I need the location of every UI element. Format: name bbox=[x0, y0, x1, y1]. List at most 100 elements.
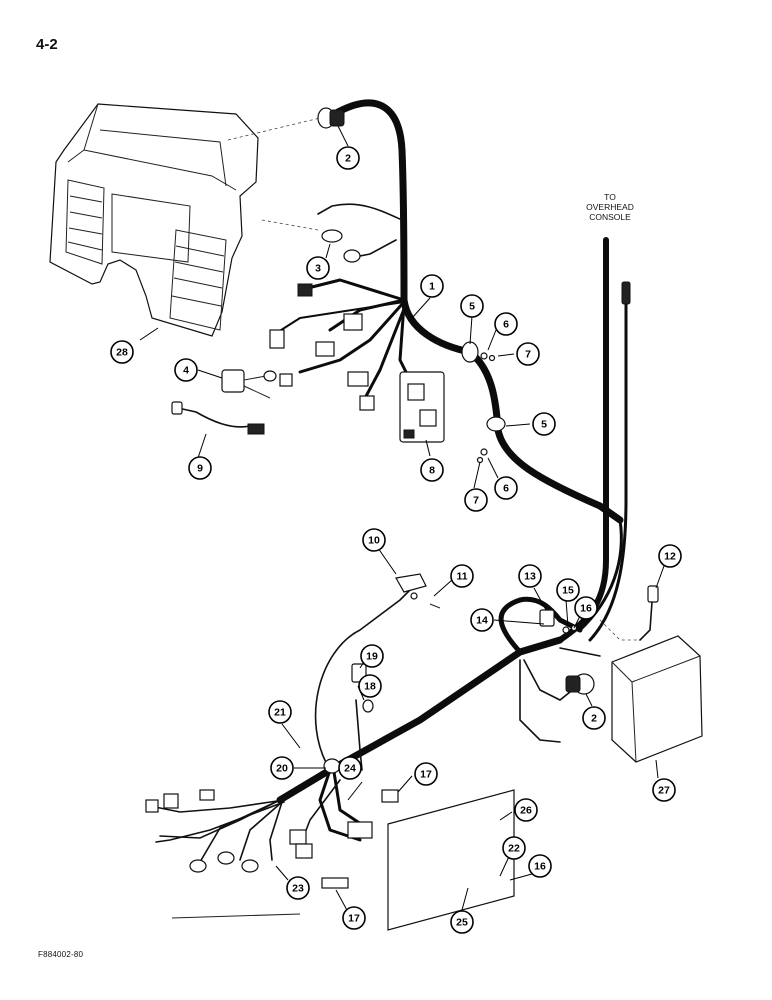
callout-circle bbox=[532, 412, 556, 436]
callout-label: 11 bbox=[456, 571, 467, 583]
lower-harness bbox=[149, 589, 601, 863]
callout-6: 6 bbox=[494, 476, 518, 500]
callout-label: 14 bbox=[476, 615, 488, 627]
callout-circle bbox=[268, 700, 292, 724]
bracket-10 bbox=[395, 573, 441, 609]
callout-18: 18 bbox=[358, 674, 382, 698]
callout-circle bbox=[652, 778, 676, 802]
callout-label: 7 bbox=[473, 495, 479, 507]
callout-label: 20 bbox=[276, 763, 288, 775]
callout-label: 17 bbox=[348, 913, 360, 925]
callout-26: 26 bbox=[514, 798, 538, 822]
clips-5 bbox=[461, 341, 506, 464]
callout-27: 27 bbox=[652, 778, 676, 802]
callout-8: 8 bbox=[420, 458, 444, 482]
callout-label: 22 bbox=[508, 843, 520, 855]
callout-label: 7 bbox=[525, 349, 531, 361]
callout-14: 14 bbox=[470, 608, 494, 632]
callout-circle bbox=[362, 528, 386, 552]
overhead-console-note: TO OVERHEAD CONSOLE bbox=[578, 192, 642, 222]
callout-label: 26 bbox=[520, 805, 532, 817]
figure-code: F884002-80 bbox=[38, 950, 84, 959]
callout-circle bbox=[502, 836, 526, 860]
callout-circle bbox=[286, 876, 310, 900]
callout-circle bbox=[556, 578, 580, 602]
callout-23: 23 bbox=[286, 876, 310, 900]
callout-22: 22 bbox=[502, 836, 526, 860]
callout-label: 15 bbox=[562, 585, 574, 597]
page-number: 4-2 bbox=[36, 36, 58, 53]
component-12 bbox=[639, 585, 659, 641]
callout-circle bbox=[464, 488, 488, 512]
callout-circle bbox=[360, 644, 384, 668]
callout-label: 12 bbox=[664, 551, 676, 563]
callout-circle bbox=[174, 358, 198, 382]
callout-label: 3 bbox=[315, 263, 321, 275]
callout-3: 3 bbox=[306, 256, 330, 280]
callout-label: 13 bbox=[524, 571, 536, 583]
note-line-1: TO bbox=[604, 192, 616, 202]
callout-circle bbox=[658, 544, 682, 568]
callout-label: 2 bbox=[591, 713, 597, 725]
callout-7: 7 bbox=[464, 488, 488, 512]
right-louvers bbox=[169, 229, 227, 331]
callout-1: 1 bbox=[420, 274, 444, 298]
callout-5: 5 bbox=[532, 412, 556, 436]
callout-label: 25 bbox=[456, 917, 468, 929]
left-louvers bbox=[65, 179, 105, 265]
callout-17: 17 bbox=[414, 762, 438, 786]
reference-line bbox=[261, 219, 319, 231]
lower-connectors bbox=[145, 789, 399, 889]
callout-19: 19 bbox=[360, 644, 384, 668]
callout-20: 20 bbox=[270, 756, 294, 780]
upper-harness bbox=[277, 99, 624, 524]
callout-circle bbox=[516, 342, 540, 366]
callout-circle bbox=[414, 762, 438, 786]
note-line-2: OVERHEAD bbox=[586, 202, 634, 212]
callout-label: 2 bbox=[345, 153, 351, 165]
leader-lines bbox=[139, 125, 665, 913]
callout-label: 5 bbox=[541, 419, 547, 431]
reference-line bbox=[599, 619, 640, 641]
callout-circle bbox=[494, 312, 518, 336]
callout-6: 6 bbox=[494, 312, 518, 336]
ground-arrow bbox=[171, 913, 301, 919]
sensor-9 bbox=[171, 401, 265, 435]
callout-label: 27 bbox=[658, 785, 670, 797]
callout-circle bbox=[450, 564, 474, 588]
control-module-27 bbox=[611, 635, 703, 763]
callout-circle bbox=[494, 476, 518, 500]
callout-label: 21 bbox=[274, 707, 286, 719]
callout-label: 17 bbox=[420, 769, 432, 781]
callout-circle bbox=[420, 274, 444, 298]
callout-24: 24 bbox=[338, 756, 362, 780]
callout-5: 5 bbox=[460, 294, 484, 318]
connector-13 bbox=[539, 609, 578, 634]
callout-label: 5 bbox=[469, 301, 475, 313]
callout-circle bbox=[338, 756, 362, 780]
reference-line bbox=[227, 117, 321, 141]
callout-label: 16 bbox=[534, 861, 546, 873]
callout-16: 16 bbox=[528, 854, 552, 878]
callout-17: 17 bbox=[342, 906, 366, 930]
callout-label: 28 bbox=[116, 347, 128, 359]
callout-28: 28 bbox=[110, 340, 134, 364]
callout-label: 6 bbox=[503, 483, 509, 495]
callout-circle bbox=[518, 564, 542, 588]
callout-label: 8 bbox=[429, 465, 435, 477]
callout-2: 2 bbox=[582, 706, 606, 730]
callout-label: 1 bbox=[429, 281, 435, 293]
connector-plug-top bbox=[317, 107, 345, 129]
callout-circle bbox=[514, 798, 538, 822]
callout-circle bbox=[336, 146, 360, 170]
callout-label: 4 bbox=[183, 365, 189, 377]
callout-circle bbox=[110, 340, 134, 364]
callout-circle bbox=[358, 674, 382, 698]
plug-2-lower bbox=[565, 673, 595, 695]
note-line-3: CONSOLE bbox=[589, 212, 631, 222]
callout-label: 16 bbox=[580, 603, 592, 615]
callout-21: 21 bbox=[268, 700, 292, 724]
callout-label: 19 bbox=[366, 651, 378, 663]
callout-7: 7 bbox=[516, 342, 540, 366]
